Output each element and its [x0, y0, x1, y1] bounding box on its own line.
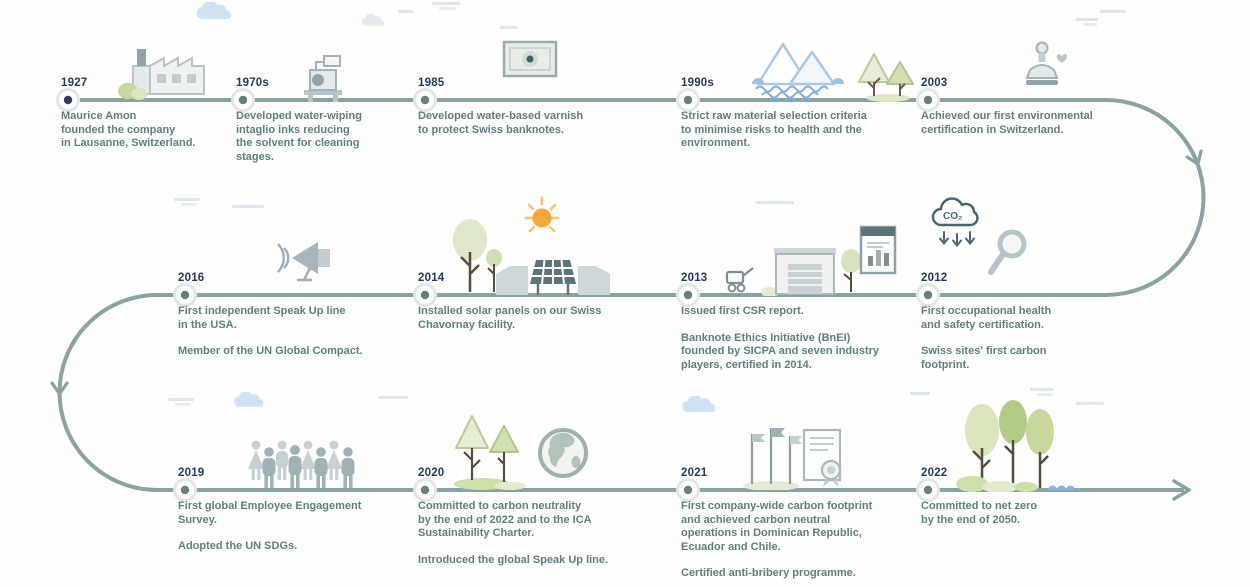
milestone-description: Adopted the UN SDGs.	[178, 540, 298, 552]
milestone-description: First global Employee Engagement Survey.	[178, 500, 362, 526]
tree-pair-icon	[453, 219, 502, 292]
cloud-dash-decoration	[174, 198, 200, 206]
warehouse-icon	[762, 248, 836, 296]
curve-arrowhead-icon	[50, 381, 69, 396]
cloud-dash-decoration	[756, 201, 794, 204]
milestone-2014: 2014 Installed solar panels on our Swiss…	[418, 272, 653, 332]
milestone-year: 1985	[418, 77, 445, 89]
milestone-year: 2019	[178, 467, 205, 479]
milestone-description: First independent Speak Up line in the U…	[178, 305, 346, 331]
milestone-year: 1927	[61, 77, 88, 89]
milestone-year: 2020	[418, 467, 445, 479]
nature-icon	[956, 400, 1082, 492]
milestone-1990s: 1990s Strict raw material selection crit…	[681, 77, 916, 151]
stamp-icon	[1025, 41, 1068, 85]
milestone-2022: 2022 Committed to net zero by the end of…	[921, 467, 1156, 527]
cloud-icon	[234, 392, 264, 407]
milestone-description: First company-wide carbon footprint and …	[681, 500, 873, 553]
cart-icon	[725, 267, 754, 293]
cloud-icon	[682, 396, 716, 413]
milestone-year: 2003	[921, 77, 948, 89]
cloud-dash-decoration	[1076, 18, 1098, 26]
bush-tree-icon	[841, 249, 861, 292]
cloud-dash-decoration	[432, 2, 460, 10]
milestone-description: Banknote Ethics Initiative (BnEI) founde…	[681, 331, 880, 371]
milestone-description: Committed to net zero by the end of 2050…	[921, 500, 1038, 526]
pine-trees-icon	[858, 53, 914, 102]
milestone-year: 2022	[921, 467, 948, 479]
milestone-2003: 2003 Achieved our first environmental ce…	[921, 77, 1156, 137]
milestone-description: Strict raw material selection criteria t…	[681, 110, 867, 149]
milestone-description: Installed solar panels on our Swiss Chav…	[418, 305, 602, 331]
pine-trees-icon	[454, 415, 526, 490]
svg-text:CO₂: CO₂	[943, 211, 962, 222]
milestone-description: Certified anti-bribery programme.	[681, 567, 856, 579]
flags-icon	[743, 428, 802, 490]
milestone-2013: 2013 Issued first CSR report. Banknote E…	[681, 272, 916, 372]
milestone-year: 2014	[418, 272, 445, 284]
magnifier-icon	[988, 229, 1027, 275]
milestone-2016: 2016 First independent Speak Up line in …	[178, 272, 413, 359]
cloud-icon	[196, 2, 231, 20]
cloud-dash-decoration	[398, 10, 414, 13]
curve-arrowhead-icon	[1185, 149, 1203, 166]
cloud-icon	[361, 14, 385, 26]
milestone-year: 2016	[178, 272, 205, 284]
milestone-year: 1970s	[236, 77, 269, 89]
cloud-dash-decoration	[1076, 402, 1104, 405]
milestone-description: Swiss sites' first carbon footprint.	[921, 345, 1047, 371]
people-icon	[248, 440, 355, 488]
milestone-year: 1990s	[681, 77, 714, 89]
report-icon	[859, 225, 897, 275]
globe-icon	[538, 428, 588, 478]
milestone-year: 2021	[681, 467, 708, 479]
milestone-description: Maurice Amon founded the company in Laus…	[61, 110, 196, 149]
timeline-line	[57, 98, 1206, 492]
end-arrowhead-icon	[1172, 479, 1191, 501]
milestone-1985: 1985 Developed water-based varnish to pr…	[418, 77, 653, 137]
milestone-description: Member of the UN Global Compact.	[178, 345, 363, 357]
milestone-2020: 2020 Committed to carbon neutrality by t…	[418, 467, 653, 567]
milestone-2019: 2019 First global Employee Engagement Su…	[178, 467, 413, 554]
megaphone-icon	[277, 242, 330, 282]
milestone-description: Developed water-based varnish to protect…	[418, 110, 584, 136]
certificate-icon	[802, 428, 842, 487]
milestone-description: Developed water-wiping intaglio inks red…	[236, 110, 362, 163]
milestone-description: Issued first CSR report.	[681, 305, 804, 317]
milestone-1927: 1927 Maurice Amon founded the company in…	[61, 77, 296, 151]
mountains-icon	[752, 42, 844, 102]
milestone-description: Achieved our first environmental certifi…	[921, 110, 1093, 136]
factory-icon	[118, 49, 205, 100]
milestone-2021: 2021 First company-wide carbon footprint…	[681, 467, 916, 581]
milestone-description: First occupational health and safety cer…	[921, 305, 1052, 331]
printing-press-icon	[304, 55, 342, 102]
cloud-dash-decoration	[378, 396, 408, 399]
milestone-year: 2012	[921, 272, 948, 284]
cloud-dash-decoration	[1100, 10, 1126, 13]
milestone-description: Committed to carbon neutrality by the en…	[418, 500, 592, 539]
milestone-1970s: 1970s Developed water-wiping intaglio in…	[236, 77, 471, 164]
cloud-dash-decoration	[910, 392, 930, 395]
solar-panel-icon	[496, 259, 610, 295]
cloud-dash-decoration	[232, 205, 264, 208]
milestone-year: 2013	[681, 272, 708, 284]
cloud-dash-decoration	[500, 26, 518, 29]
banknote-icon	[502, 40, 558, 78]
milestone-description: Introduced the global Speak Up line.	[418, 553, 609, 566]
milestone-2012: 2012 First occupational health and safet…	[921, 272, 1156, 372]
cloud-dash-decoration	[168, 398, 194, 406]
co2-cloud-icon: CO₂	[931, 197, 979, 248]
sun-icon	[524, 196, 560, 233]
cloud-dash-decoration	[1030, 388, 1054, 396]
milestone-nodes	[56, 88, 940, 502]
